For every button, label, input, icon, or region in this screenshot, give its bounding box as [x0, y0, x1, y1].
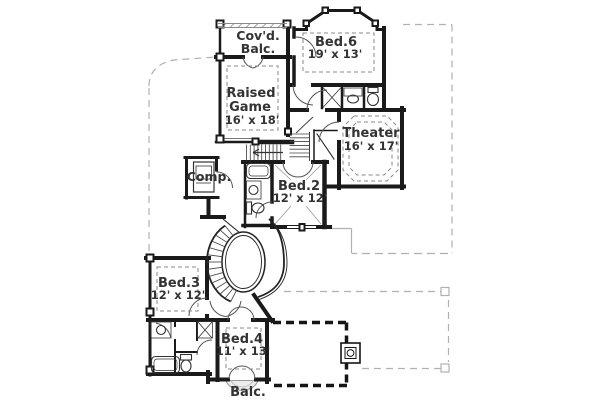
raised-game-label-line2: Game	[229, 100, 271, 115]
room-labels: Cov'd. Balc. Bed.6 19' x 13' Raised Game…	[151, 28, 400, 400]
fixtures	[150, 86, 380, 374]
covd-balc-label-line1: Cov'd.	[236, 28, 279, 43]
theater-dims: 16' x 17'	[344, 139, 398, 153]
spiral-staircase	[206, 218, 288, 303]
covd-balc-label-line2: Balc.	[241, 41, 275, 56]
bed3-label: Bed.3	[158, 276, 200, 291]
bed4-label: Bed.4	[221, 332, 263, 347]
closet-x	[322, 87, 342, 108]
bed4-dims: 11' x 13'	[216, 344, 270, 358]
raised-game-dims: 16' x 18'	[225, 113, 279, 127]
fireplace	[340, 342, 361, 364]
bed2-dims: 12' x 12'	[273, 191, 327, 205]
balc-label: Balc.	[230, 385, 266, 400]
lower-level-outline	[148, 23, 453, 373]
bed2-ceiling-lines	[274, 164, 322, 225]
bed6-label: Bed.6	[315, 35, 357, 50]
balcony-step	[225, 379, 259, 391]
comp-label: Comp.	[187, 169, 231, 184]
door-arcs	[155, 36, 340, 380]
bed6-dims: 19' x 13'	[308, 47, 362, 61]
theater-label: Theater	[342, 126, 400, 141]
bed2-label: Bed.2	[278, 179, 320, 194]
porch-dashed-walls	[273, 320, 349, 388]
raised-game-label-line1: Raised	[226, 86, 275, 101]
ceiling-outlines	[156, 32, 399, 370]
stair-direction-arrow	[252, 148, 283, 157]
walls	[144, 9, 406, 384]
bed3-dims: 12' x 12'	[151, 288, 205, 302]
balcony-rail	[218, 23, 287, 28]
